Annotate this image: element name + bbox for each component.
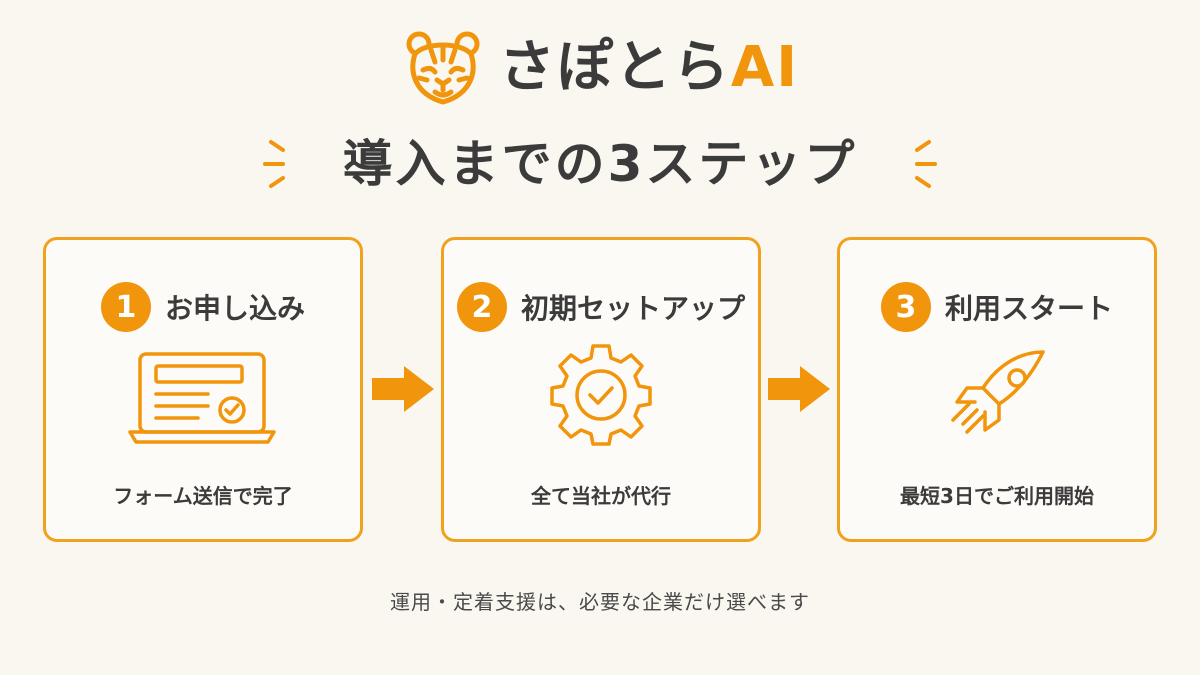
step-description: 全て当社が代行 bbox=[531, 484, 671, 508]
gear-check-icon bbox=[550, 344, 652, 446]
arrow-right-icon bbox=[768, 366, 830, 412]
step-card-1: 1 お申し込み フォーム送信で完了 bbox=[43, 237, 363, 542]
step-title: お申し込み bbox=[164, 292, 305, 325]
step-header: 2 初期セットアップ bbox=[444, 282, 758, 332]
step-description: フォーム送信で完了 bbox=[113, 484, 293, 508]
step-header: 1 お申し込み bbox=[46, 282, 360, 332]
footnote: 運用・定着支援は、必要な企業だけ選べます bbox=[390, 590, 810, 614]
burst-left-icon bbox=[262, 140, 285, 188]
brand-name-accent: AI bbox=[730, 35, 800, 100]
step-title: 利用スタート bbox=[944, 292, 1113, 325]
title-row: 導入までの3ステップ bbox=[0, 132, 1200, 196]
step-number-badge: 2 bbox=[456, 282, 507, 332]
step-card-2: 2 初期セットアップ 全て当社が代行 bbox=[441, 237, 761, 542]
laptop-form-check-icon bbox=[128, 352, 276, 444]
burst-right-icon bbox=[915, 140, 938, 188]
step-number-badge: 3 bbox=[880, 282, 931, 332]
step-description: 最短3日でご利用開始 bbox=[900, 484, 1094, 508]
brand-header: さぽとらAI bbox=[0, 28, 1200, 108]
brand-name-main: さぽとら bbox=[498, 35, 731, 100]
step-card-3: 3 利用スタート 最短3日でご利用開始 bbox=[837, 237, 1157, 542]
arrow-right-icon bbox=[372, 366, 434, 412]
rocket-icon bbox=[951, 350, 1045, 434]
page-title: 導入までの3ステップ bbox=[342, 135, 858, 193]
brand-name: さぽとらAI bbox=[499, 40, 799, 96]
step-number-badge: 1 bbox=[100, 282, 151, 332]
tiger-face-icon bbox=[406, 31, 480, 105]
step-header: 3 利用スタート bbox=[840, 282, 1154, 332]
step-title: 初期セットアップ bbox=[520, 292, 745, 325]
